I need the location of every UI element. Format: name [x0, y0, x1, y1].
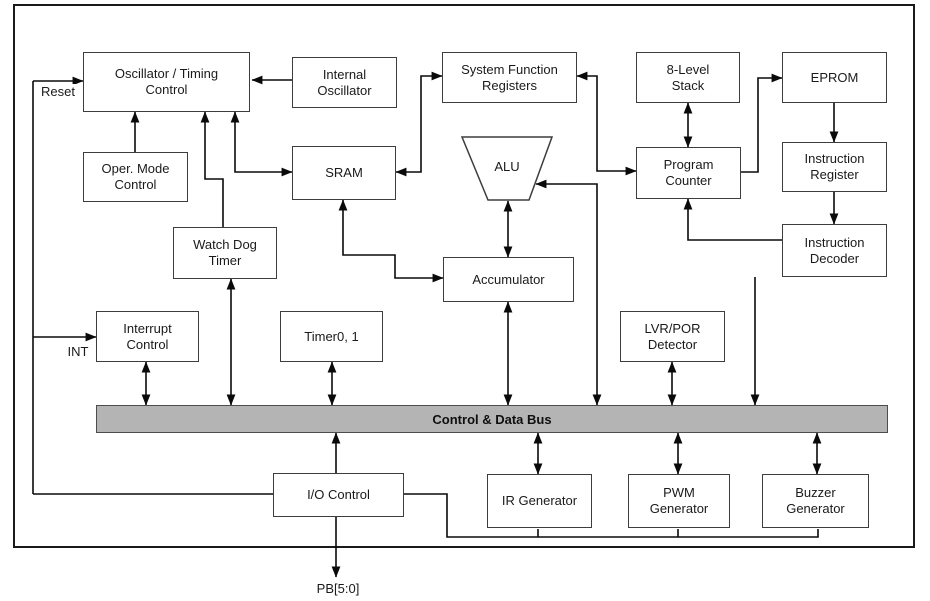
block-label: EPROM	[810, 69, 859, 85]
block-label: LVR/POR Detector	[644, 320, 701, 352]
bus-label: Control & Data Bus	[432, 411, 552, 427]
connector-osc-sram	[230, 111, 293, 177]
block-interrupt-control: Interrupt Control	[96, 311, 199, 362]
block-instruction-decoder: Instruction Decoder	[782, 224, 887, 277]
block-pwm-generator: PWM Generator	[628, 474, 730, 528]
connector-alu-bus	[535, 179, 602, 406]
block-sram: SRAM	[292, 146, 396, 200]
block-label: Internal Oscillator	[317, 66, 372, 98]
block-label: IR Generator	[501, 493, 578, 509]
reset-pin-label: Reset	[36, 84, 80, 99]
block-label: ALU	[494, 158, 520, 174]
connector-sfr-pc	[576, 71, 637, 176]
block-label: Program Counter	[663, 157, 714, 188]
block-accumulator: Accumulator	[443, 257, 574, 302]
alu-trapezoid-shape	[460, 136, 554, 201]
block-system-function-registers: System Function Registers	[442, 52, 577, 103]
block-eight-level-stack: 8-Level Stack	[636, 52, 740, 103]
block-label: Oper. Mode Control	[101, 161, 170, 192]
block-label: Oscillator / Timing Control	[114, 66, 219, 97]
pb-port-label: PB[5:0]	[298, 581, 378, 596]
connector-pc-to-eprom	[741, 73, 783, 173]
block-internal-oscillator: Internal Oscillator	[292, 57, 397, 108]
block-label: System Function Registers	[461, 61, 558, 93]
block-lvr-por-detector: LVR/POR Detector	[620, 311, 725, 362]
block-label: Instruction Decoder	[804, 234, 865, 266]
block-program-counter: Program Counter	[636, 147, 741, 199]
block-timer0-1: Timer0, 1	[280, 311, 383, 362]
connector-instdec-to-pc	[683, 198, 782, 241]
block-label: Instruction Register	[804, 151, 865, 182]
block-label: 8-Level Stack	[666, 61, 710, 93]
block-label: Watch Dog Timer	[193, 237, 257, 268]
block-oscillator-timing-control: Oscillator / Timing Control	[83, 52, 250, 112]
control-data-bus: Control & Data Bus	[96, 405, 888, 433]
block-label: Accumulator	[472, 271, 545, 287]
connector-wdt-to-osc	[200, 111, 224, 227]
block-label: PWM Generator	[649, 485, 709, 516]
block-watch-dog-timer: Watch Dog Timer	[173, 227, 277, 279]
block-instruction-register: Instruction Register	[782, 142, 887, 192]
block-label: Timer0, 1	[304, 328, 359, 344]
connector-sfr-sram	[395, 71, 443, 177]
block-oper-mode-control: Oper. Mode Control	[83, 152, 188, 202]
block-eprom: EPROM	[782, 52, 887, 103]
block-ir-generator: IR Generator	[487, 474, 592, 528]
int-pin-label: INT	[62, 344, 94, 359]
block-alu: ALU	[462, 140, 552, 192]
block-buzzer-generator: Buzzer Generator	[762, 474, 869, 528]
block-label: Interrupt Control	[123, 320, 172, 352]
connector-sram-accumulator	[338, 199, 444, 283]
block-io-control: I/O Control	[273, 473, 404, 517]
block-label: I/O Control	[307, 487, 370, 503]
block-label: Buzzer Generator	[786, 485, 845, 516]
connector-io-generators-loop	[404, 493, 819, 538]
block-label: SRAM	[325, 165, 363, 181]
